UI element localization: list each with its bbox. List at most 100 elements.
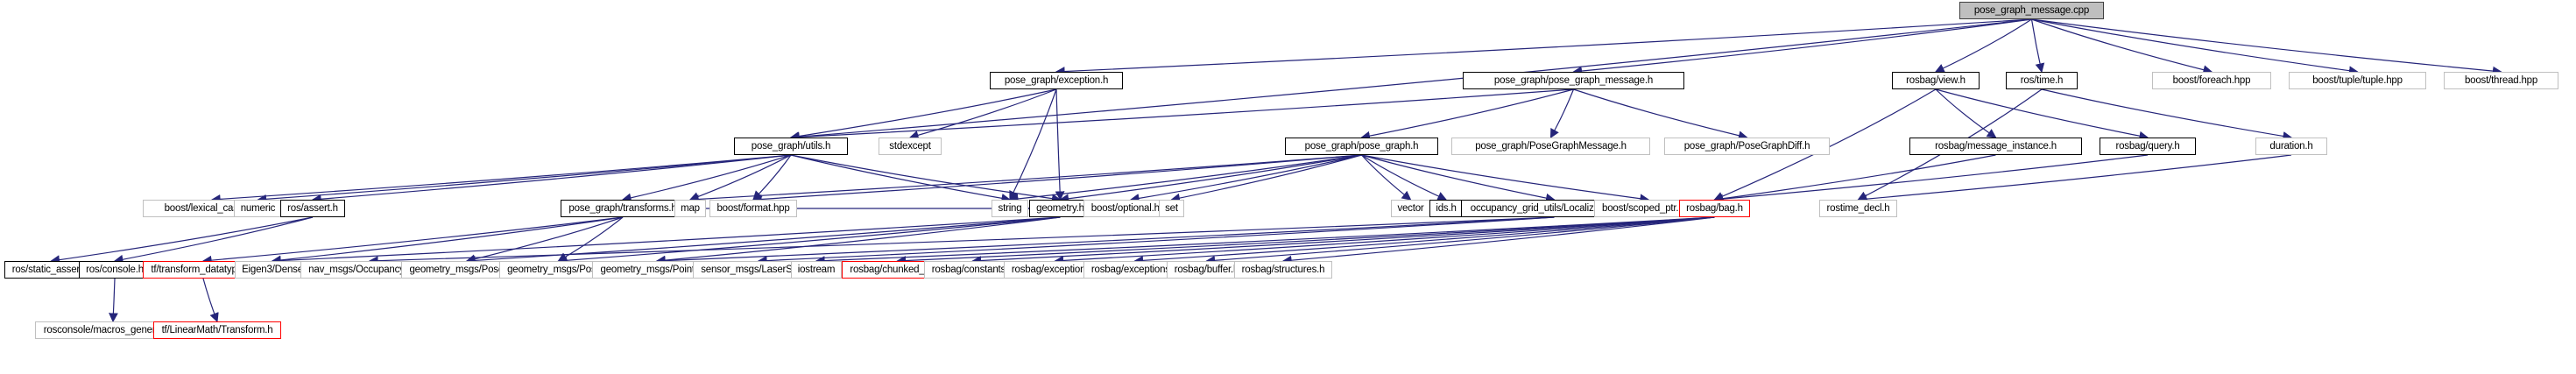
graph-node-ids[interactable]: ids.h: [1429, 200, 1463, 217]
graph-node-eigen[interactable]: Eigen3/Dense: [235, 261, 310, 279]
graph-node-root[interactable]: pose_graph_message.cpp: [1959, 2, 2104, 19]
graph-edge: [896, 216, 1715, 265]
graph-node-stdexcept[interactable]: stdexcept: [879, 138, 942, 155]
graph-edge: [1573, 88, 1748, 141]
graph-node-bag[interactable]: rosbag/bag.h: [1679, 200, 1750, 217]
graph-node-foreach[interactable]: boost/foreach.hpp: [2152, 72, 2271, 89]
graph-node-label: numeric: [240, 203, 276, 214]
graph-edge: [1935, 88, 1997, 138]
graph-edge: [752, 154, 1362, 204]
graph-node-label: pose_graph/pose_graph_message.h: [1493, 75, 1654, 86]
graph-node-pgdiff[interactable]: pose_graph/PoseGraphDiff.h: [1664, 138, 1830, 155]
graph-node-msginst[interactable]: rosbag/message_instance.h: [1909, 138, 2082, 155]
graph-node-numeric[interactable]: numeric: [234, 200, 282, 217]
graph-edge: [688, 154, 792, 201]
graph-node-label: pose_graph/pose_graph.h: [1304, 141, 1419, 152]
graph-node-tuple[interactable]: boost/tuple/tuple.hpp: [2289, 72, 2426, 89]
graph-node-label: ros/console.h: [86, 265, 144, 275]
graph-edge: [201, 216, 624, 265]
graph-edge: [1572, 18, 2032, 76]
graph-edge: [1857, 154, 2292, 204]
graph-node-label: pose_graph/PoseGraphMessage.h: [1475, 141, 1627, 152]
graph-edge: [908, 88, 1057, 140]
graph-node-format[interactable]: boost/format.hpp: [709, 200, 797, 217]
graph-node-label: set: [1165, 203, 1178, 214]
graph-node-linearmath[interactable]: tf/LinearMath/Transform.h: [153, 321, 281, 339]
graph-edge: [789, 88, 1574, 142]
graph-node-label: pose_graph/utils.h: [751, 141, 831, 152]
graph-node-pgmsgh[interactable]: pose_graph/PoseGraphMessage.h: [1451, 138, 1650, 155]
graph-edge: [1009, 88, 1057, 201]
graph-node-label: map: [681, 203, 700, 214]
graph-edge: [1055, 18, 2032, 76]
graph-edge: [790, 154, 1062, 203]
graph-node-label: ros/time.h: [2020, 75, 2064, 86]
graph-edge: [557, 216, 1061, 265]
graph-edge: [655, 216, 1061, 265]
graph-node-transforms[interactable]: pose_graph/transforms.h: [561, 200, 685, 217]
graph-edge: [271, 216, 624, 265]
graph-node-label: rosbag/constants.h: [931, 265, 1014, 275]
graph-node-thread[interactable]: boost/thread.hpp: [2444, 72, 2558, 89]
graph-node-label: iostream: [797, 265, 836, 275]
graph-node-query[interactable]: rosbag/query.h: [2100, 138, 2196, 155]
graph-node-label: rosbag/view.h: [1906, 75, 1966, 86]
graph-edge: [210, 154, 792, 204]
graph-edge: [815, 216, 1715, 265]
graph-node-map[interactable]: map: [674, 200, 706, 217]
graph-edge: [1713, 154, 2149, 204]
graph-edge: [1713, 88, 1937, 201]
graph-node-label: boost/thread.hpp: [2464, 75, 2538, 86]
graph-node-label: stdexcept: [889, 141, 931, 152]
graph-node-set[interactable]: set: [1159, 200, 1184, 217]
graph-edge: [621, 154, 792, 203]
graph-edge: [109, 278, 118, 323]
graph-edge: [1133, 216, 1715, 265]
graph-node-label: pose_graph_message.cpp: [1973, 5, 2090, 16]
graph-edge: [1361, 154, 1448, 201]
graph-edge: [789, 18, 2032, 142]
graph-edge: [752, 154, 792, 201]
graph-node-label: pose_graph/PoseGraphDiff.h: [1683, 141, 1810, 152]
graph-node-label: tf/LinearMath/Transform.h: [161, 325, 273, 335]
graph-node-iostream[interactable]: iostream: [791, 261, 842, 279]
graph-node-console[interactable]: ros/console.h: [79, 261, 151, 279]
graph-node-label: vector: [1397, 203, 1424, 214]
graph-edge: [1170, 154, 1362, 203]
graph-edge: [1055, 88, 1065, 201]
graph-edge: [368, 216, 1555, 266]
graph-edge: [655, 216, 1555, 265]
graph-node-label: rosbag/message_instance.h: [1935, 141, 2057, 152]
graph-node-rostime[interactable]: ros/time.h: [2006, 72, 2078, 89]
graph-node-vector[interactable]: vector: [1391, 200, 1430, 217]
graph-node-rosbagview[interactable]: rosbag/view.h: [1892, 72, 1980, 89]
graph-edge: [202, 278, 219, 323]
graph-edge: [790, 154, 1012, 203]
graph-edge: [257, 154, 792, 204]
graph-node-utils[interactable]: pose_graph/utils.h: [734, 138, 848, 155]
graph-node-pgraph[interactable]: pose_graph/pose_graph.h: [1285, 138, 1438, 155]
graph-node-assert[interactable]: ros/assert.h: [280, 200, 345, 217]
graph-node-label: rosbag/exceptions.h: [1090, 265, 1179, 275]
graph-node-exception[interactable]: pose_graph/exception.h: [990, 72, 1123, 89]
graph-node-duration[interactable]: duration.h: [2255, 138, 2327, 155]
graph-node-label: duration.h: [2269, 141, 2313, 152]
graph-edge: [1281, 216, 1715, 265]
graph-node-label: rosbag/structures.h: [1241, 265, 1325, 275]
graph-edge: [1361, 154, 1650, 204]
graph-node-rostimedecl[interactable]: rostime_decl.h: [1819, 200, 1897, 217]
graph-node-string[interactable]: string: [992, 200, 1028, 217]
graph-node-label: boost/format.hpp: [716, 203, 790, 214]
graph-edge: [113, 216, 314, 265]
graph-edge: [1360, 88, 1574, 141]
graph-edge: [1361, 154, 1556, 203]
graph-edge: [50, 216, 314, 265]
graph-node-geometry[interactable]: geometry.h: [1029, 200, 1091, 217]
graph-edge: [688, 154, 1362, 204]
graph-node-pgmsg[interactable]: pose_graph/pose_graph_message.h: [1463, 72, 1684, 89]
graph-node-label: ros/assert.h: [287, 203, 338, 214]
graph-node-structures[interactable]: rosbag/structures.h: [1234, 261, 1332, 279]
graph-edge: [2030, 18, 2045, 74]
